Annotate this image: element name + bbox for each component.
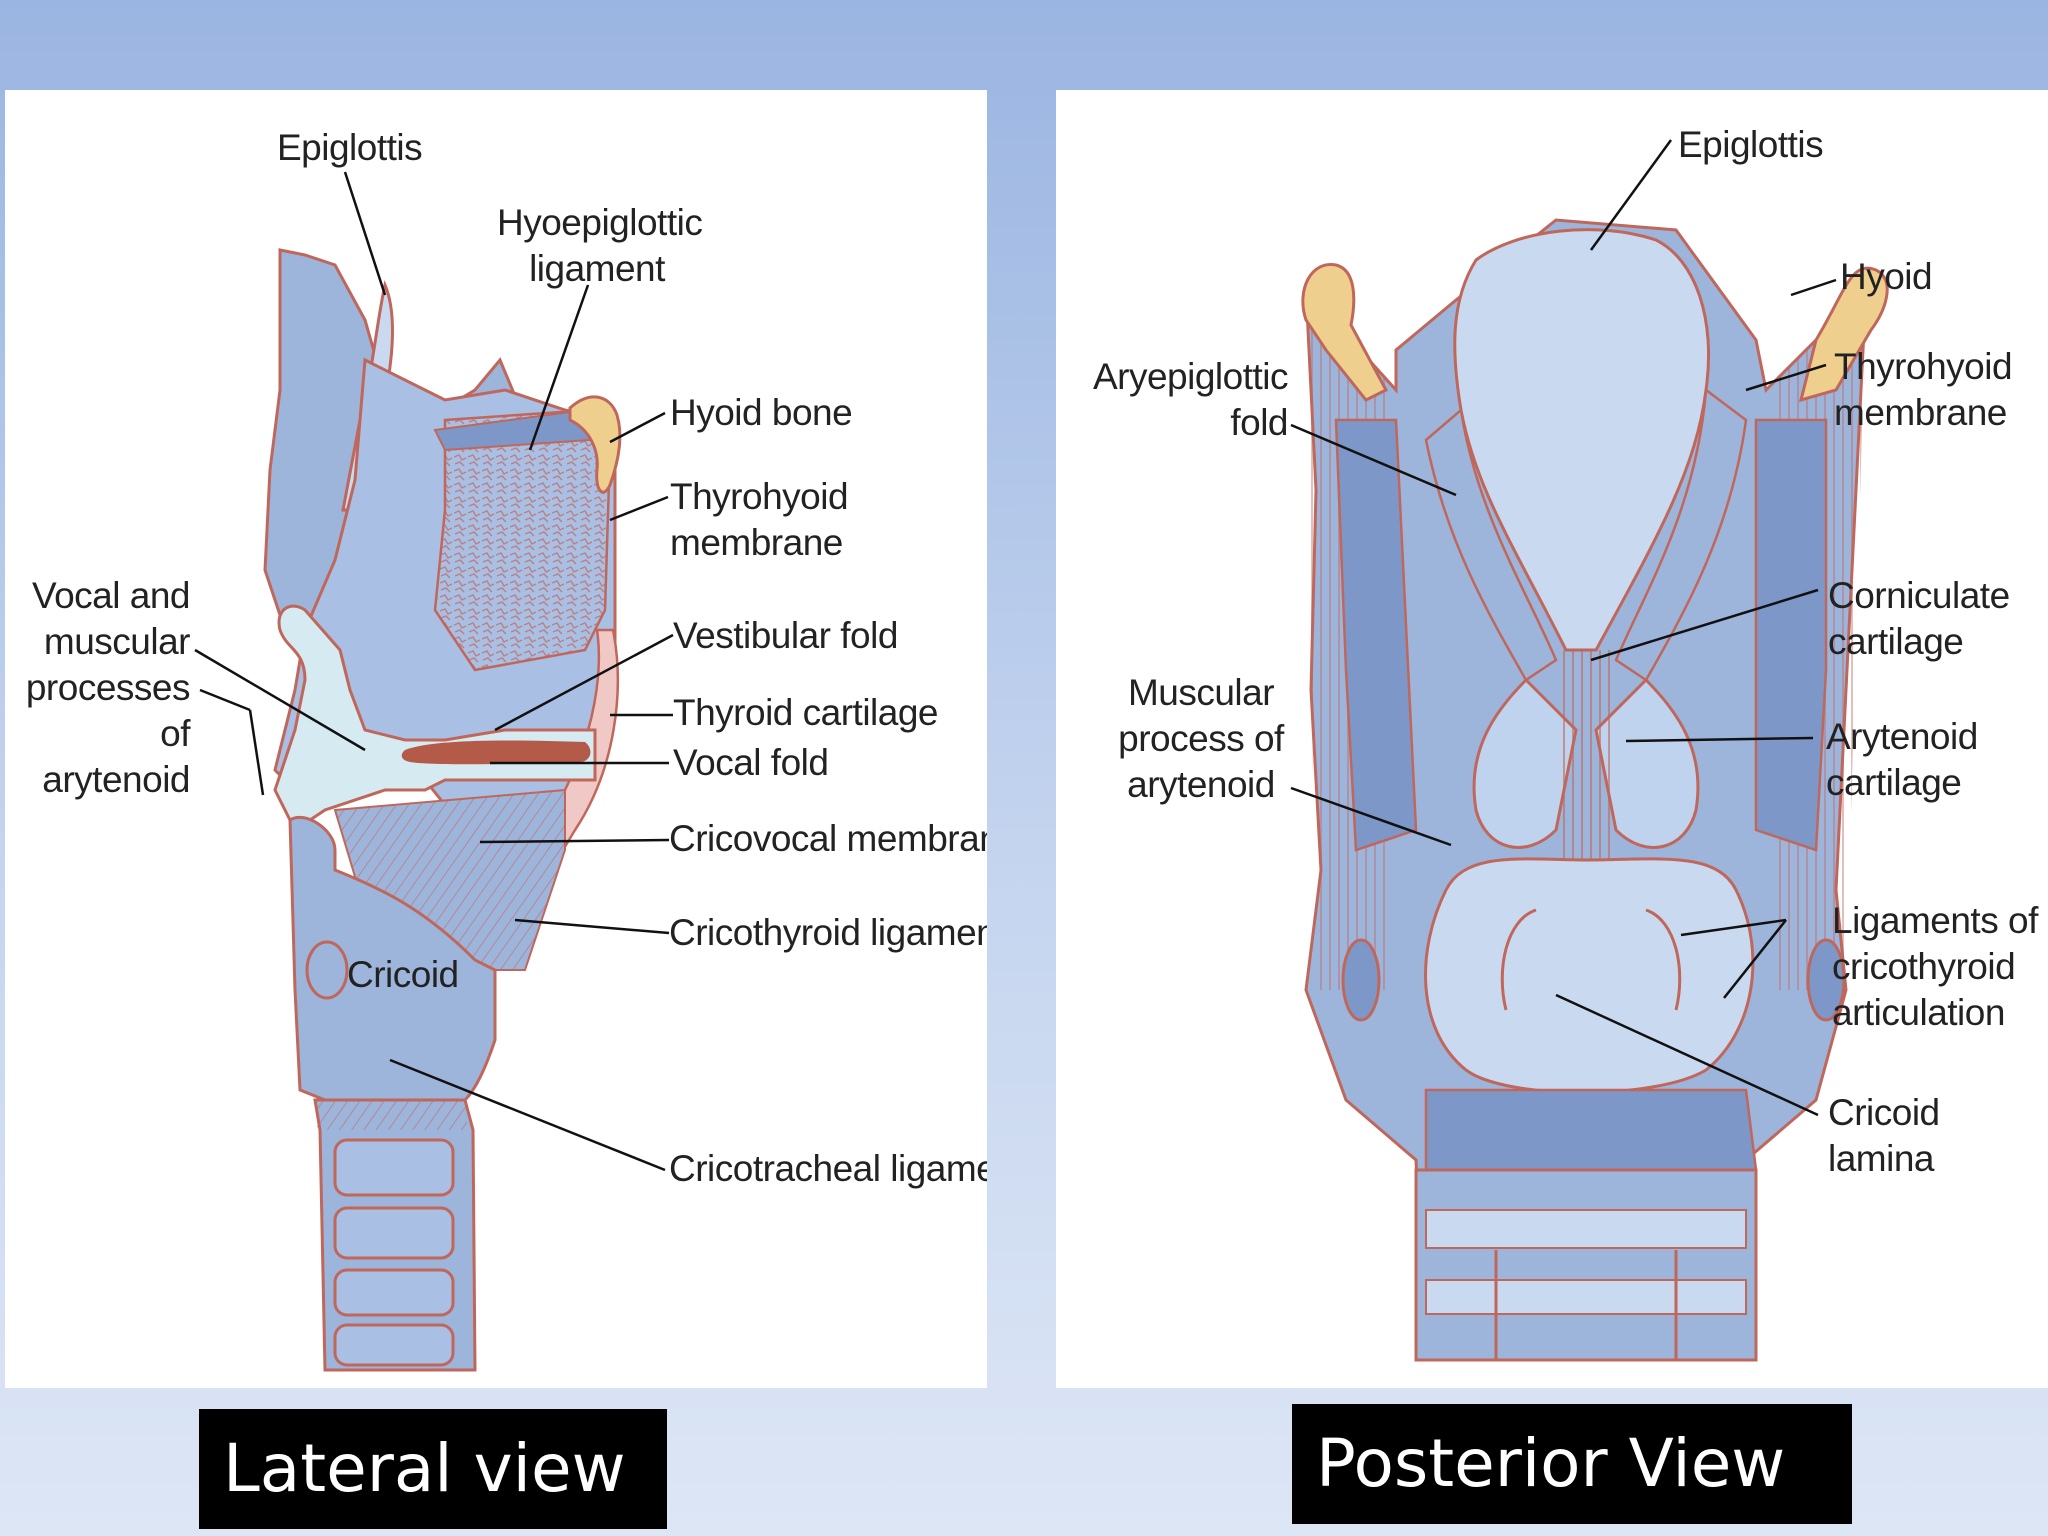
label-hyoid: Hyoid (1840, 256, 1933, 297)
arytenoid-right-shape (1594, 677, 1700, 849)
label-vestibular-fold: Vestibular fold (673, 615, 898, 656)
label-arytenoid-cartilage: Arytenoid cartilage (1826, 716, 1978, 803)
label-cricoid-lamina: Cricoid lamina (1828, 1092, 1940, 1179)
label-cricotracheal-ligament: Cricotracheal ligament (669, 1148, 987, 1189)
arytenoid-left-shape (1472, 677, 1578, 849)
lateral-view-panel: Epiglottis Hyoepiglottic ligament Hyoid … (5, 90, 987, 1388)
posterior-larynx-illustration (1290, 139, 1889, 1362)
label-cricothyroid-ligament: Cricothyroid ligament (669, 912, 987, 953)
posterior-view-panel: Epiglottis Hyoid Thyrohyoid membrane Ary… (1056, 90, 2048, 1388)
lateral-leader-lines (194, 171, 674, 1172)
hyoid-bone-shape (568, 395, 622, 494)
label-corniculate-cartilage: Corniculate cartilage (1828, 575, 2010, 662)
lateral-larynx-illustration (194, 171, 674, 1372)
caption-lateral-view: Lateral view (199, 1409, 667, 1529)
posterior-leader-lines (1290, 139, 1837, 1117)
label-thyroid-cartilage: Thyroid cartilage (673, 692, 939, 733)
arytenoid-shape (273, 604, 597, 833)
label-thyrohyoid-membrane-lateral: Thyrohyoid membrane (670, 476, 849, 563)
label-epiglottis-lateral: Epiglottis (277, 127, 423, 168)
label-vocal-fold: Vocal fold (673, 742, 829, 783)
vocal-fold-shape (401, 740, 591, 765)
cricoid-lamina-shape (1424, 857, 1755, 1094)
label-cricoid: Cricoid (347, 954, 459, 995)
label-hyoepiglottic-ligament: Hyoepiglottic ligament (497, 202, 703, 289)
label-ligaments-cricothyroid: Ligaments of cricothyroid articulation (1832, 900, 2038, 1033)
label-muscular-process: Muscular process of arytenoid (1118, 672, 1284, 805)
label-hyoid-bone: Hyoid bone (670, 392, 853, 433)
caption-posterior-view: Posterior View (1292, 1404, 1852, 1524)
label-aryepiglottic-fold: Aryepiglottic fold (1092, 356, 1289, 443)
label-cricovocal-membrane: Cricovocal membrane (669, 818, 987, 859)
label-vocal-muscular-processes: Vocal and muscular processes of arytenoi… (25, 575, 191, 800)
cricoid-shape (288, 815, 497, 1102)
trachea-posterior-shape (1414, 1168, 1758, 1362)
label-epiglottis-posterior: Epiglottis (1678, 124, 1824, 165)
label-thyrohyoid-membrane-posterior: Thyrohyoid membrane (1834, 346, 2013, 433)
hyoid-left-shape (1301, 263, 1389, 402)
